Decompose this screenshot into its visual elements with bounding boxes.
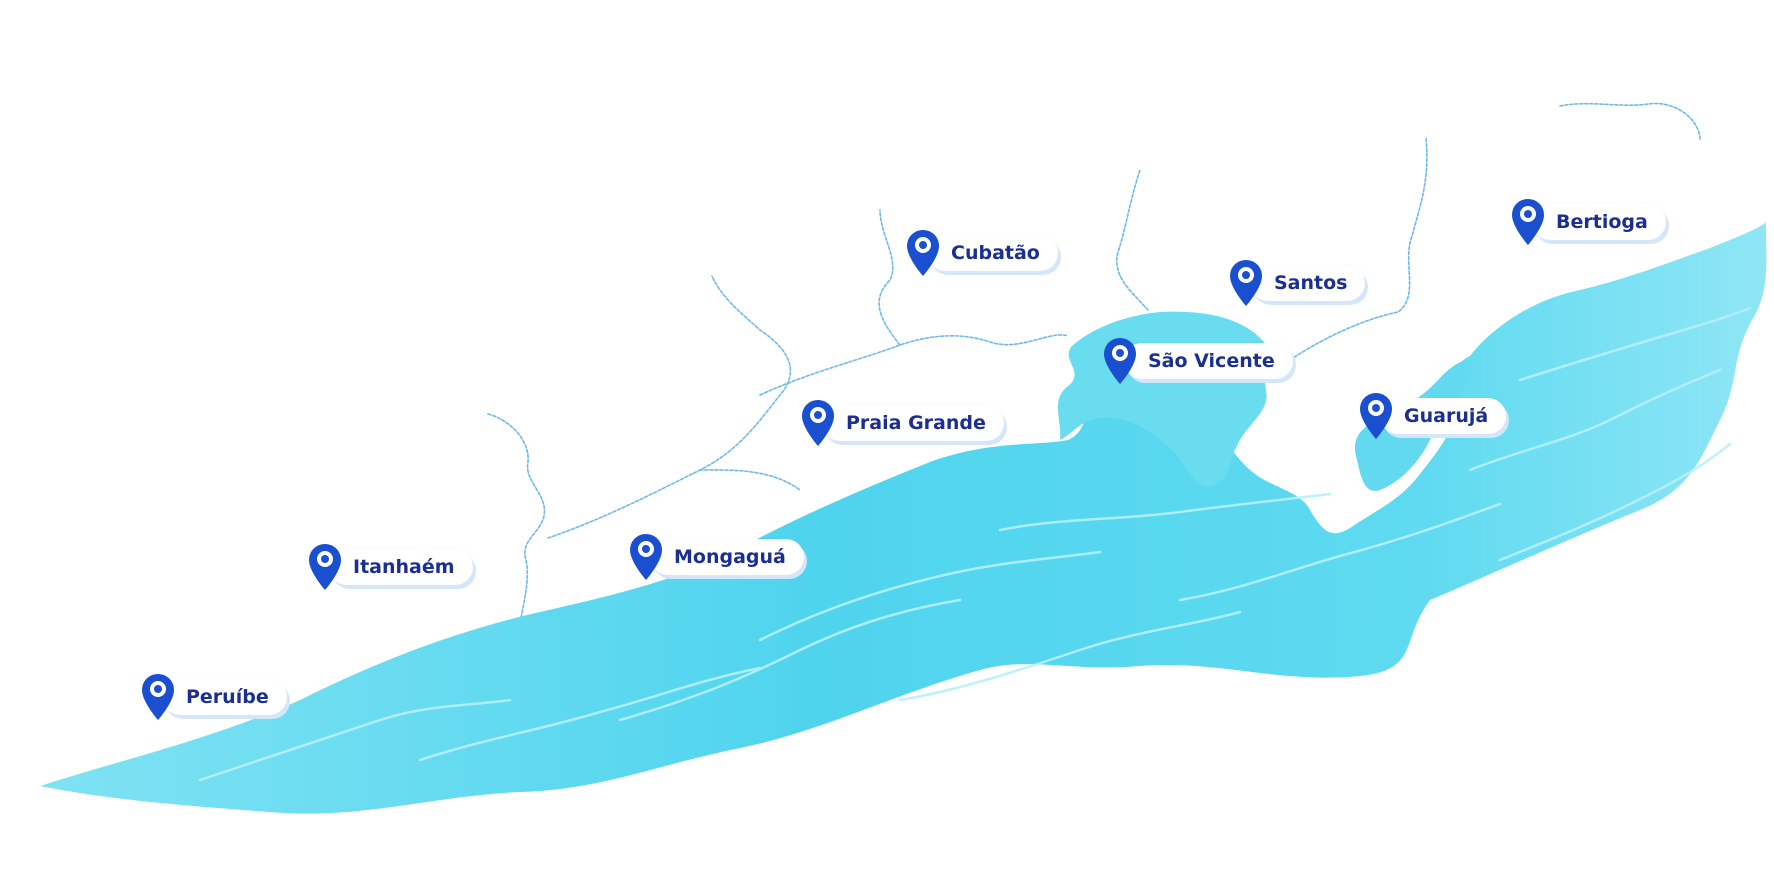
city-marker-mongagua[interactable]: Mongaguá [628, 532, 804, 582]
river [699, 469, 801, 491]
wave [1468, 368, 1722, 472]
river [759, 334, 1069, 396]
wave [758, 550, 1102, 642]
map-pin-icon [1512, 199, 1544, 245]
city-label: Praia Grande [822, 405, 1004, 441]
city-marker-peruibe[interactable]: Peruíbe [140, 672, 287, 722]
map-pin-icon [1230, 260, 1262, 306]
city-label: Peruíbe [162, 679, 287, 715]
city-marker-praia-grande[interactable]: Praia Grande [800, 398, 1004, 448]
map-pin-icon [802, 400, 834, 446]
rivers [487, 102, 1701, 625]
city-label: São Vicente [1124, 343, 1293, 379]
map-pin-icon [630, 534, 662, 580]
wave [418, 666, 762, 762]
wave [198, 698, 512, 782]
city-marker-sao-vicente[interactable]: São Vicente [1102, 336, 1293, 386]
city-marker-cubatao[interactable]: Cubatão [905, 228, 1058, 278]
river [547, 275, 792, 539]
city-marker-santos[interactable]: Santos [1228, 258, 1366, 308]
river [1116, 169, 1149, 311]
city-marker-bertioga[interactable]: Bertioga [1510, 197, 1666, 247]
city-marker-guaruja[interactable]: Guarujá [1358, 391, 1507, 441]
wave [1498, 442, 1732, 562]
river [878, 209, 901, 346]
map-pin-icon [309, 544, 341, 590]
wave [898, 610, 1242, 702]
map-pin-icon [907, 230, 939, 276]
city-label: Cubatão [927, 235, 1058, 271]
map-pin-icon [1360, 393, 1392, 439]
river [487, 413, 546, 625]
map-pin-icon [1104, 338, 1136, 384]
city-label: Itanhaém [329, 549, 473, 585]
city-label: Bertioga [1532, 204, 1666, 240]
wave [618, 598, 962, 722]
ocean [40, 222, 1767, 814]
wave [1178, 502, 1502, 602]
city-marker-itanhaem[interactable]: Itanhaém [307, 542, 473, 592]
river [1289, 137, 1428, 361]
city-label: Santos [1250, 265, 1366, 301]
river [1559, 102, 1701, 141]
wave [998, 492, 1332, 532]
city-label: Guarujá [1380, 398, 1507, 434]
wave [1518, 306, 1752, 382]
city-label: Mongaguá [650, 539, 804, 575]
map-pin-icon [142, 674, 174, 720]
waves [198, 306, 1752, 782]
